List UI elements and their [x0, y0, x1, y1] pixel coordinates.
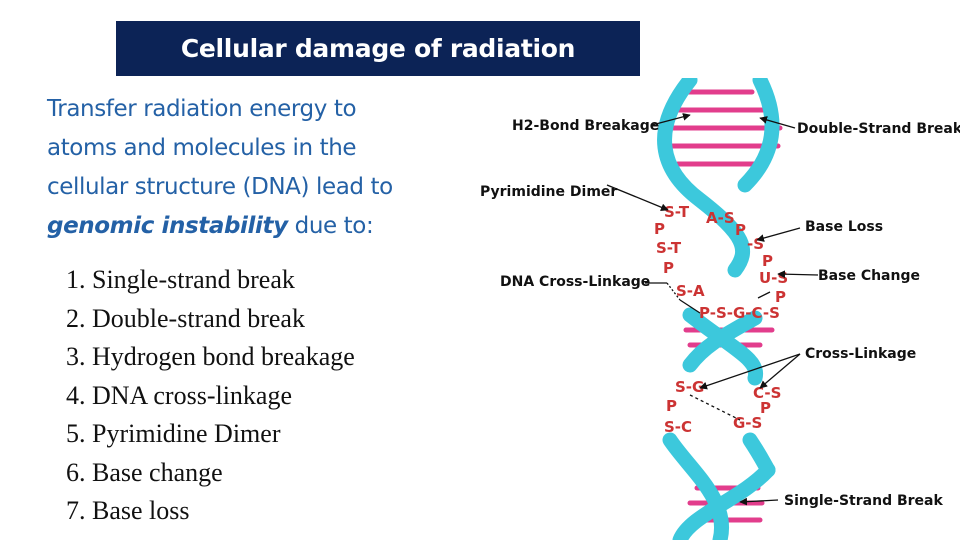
- damage-type-labels: H2-Bond Breakage Double-Strand Break Pyr…: [480, 118, 960, 509]
- nucleotide-label: P: [762, 252, 773, 270]
- nucleotide-label: S-T: [664, 203, 690, 221]
- nucleotide-label: S-G: [675, 378, 704, 396]
- nucleotide-label: P: [654, 220, 665, 238]
- damage-list-item: 1. Single-strand break: [66, 265, 295, 294]
- intro-tail: due to:: [287, 213, 374, 239]
- helix-strands: [657, 78, 780, 540]
- intro-emphasis: genomic instability: [47, 213, 288, 239]
- damage-list-item: 3. Hydrogen bond breakage: [66, 342, 355, 371]
- nucleotide-label: P: [775, 288, 786, 306]
- nucleotide-label: P: [760, 399, 771, 417]
- label-single-strand-break: Single-Strand Break: [784, 493, 943, 509]
- nucleotide-labels: S-T P S-T P A-S P -S P U-S P S-A P-S-G-C…: [654, 203, 788, 436]
- label-double-strand-break: Double-Strand Break: [797, 121, 960, 137]
- slide-title: Cellular damage of radiation: [116, 21, 640, 76]
- nucleotide-label: S-A: [676, 282, 705, 300]
- nucleotide-label: A-S: [706, 209, 735, 227]
- nucleotide-label: P: [666, 397, 677, 415]
- nucleotide-label: U-S: [759, 269, 788, 287]
- damage-list: 1. Single-strand break 2. Double-strand …: [66, 261, 355, 531]
- nucleotide-label: P-S-G-C-S: [699, 304, 780, 322]
- label-base-loss: Base Loss: [805, 219, 883, 235]
- damage-list-item: 7. Base loss: [66, 496, 190, 525]
- pointer-lines: [606, 113, 819, 506]
- nucleotide-label: P: [735, 221, 746, 239]
- nucleotide-label: P: [663, 259, 674, 277]
- damage-list-item: 6. Base change: [66, 457, 223, 487]
- label-pyrimidine-dimer: Pyrimidine Dimer: [480, 184, 617, 200]
- damage-list-item: 5. Pyrimidine Dimer: [66, 419, 281, 448]
- nucleotide-label: G-S: [733, 414, 762, 432]
- label-dna-cross-linkage: DNA Cross-Linkage: [500, 274, 650, 290]
- damage-list-item: 4. DNA cross-linkage: [66, 380, 293, 410]
- label-h2-bond-breakage: H2-Bond Breakage: [512, 118, 659, 134]
- intro-line-1: Transfer radiation energy to: [47, 96, 357, 122]
- slide-title-text: Cellular damage of radiation: [180, 34, 576, 63]
- intro-line-4: genomic instability due to:: [47, 207, 472, 246]
- nucleotide-label: S-T: [656, 239, 682, 257]
- nucleotide-label: -S: [747, 235, 764, 253]
- intro-line-2: atoms and molecules in the: [47, 135, 357, 161]
- label-base-change: Base Change: [818, 268, 920, 284]
- label-cross-linkage: Cross-Linkage: [805, 346, 916, 362]
- intro-paragraph: Transfer radiation energy to atoms and m…: [47, 90, 472, 246]
- nucleotide-label: S-C: [664, 418, 692, 436]
- damage-list-item: 2. Double-strand break: [66, 303, 305, 333]
- intro-line-3: cellular structure (DNA) lead to: [47, 174, 393, 200]
- dna-damage-diagram: S-T P S-T P A-S P -S P U-S P S-A P-S-G-C…: [480, 78, 960, 540]
